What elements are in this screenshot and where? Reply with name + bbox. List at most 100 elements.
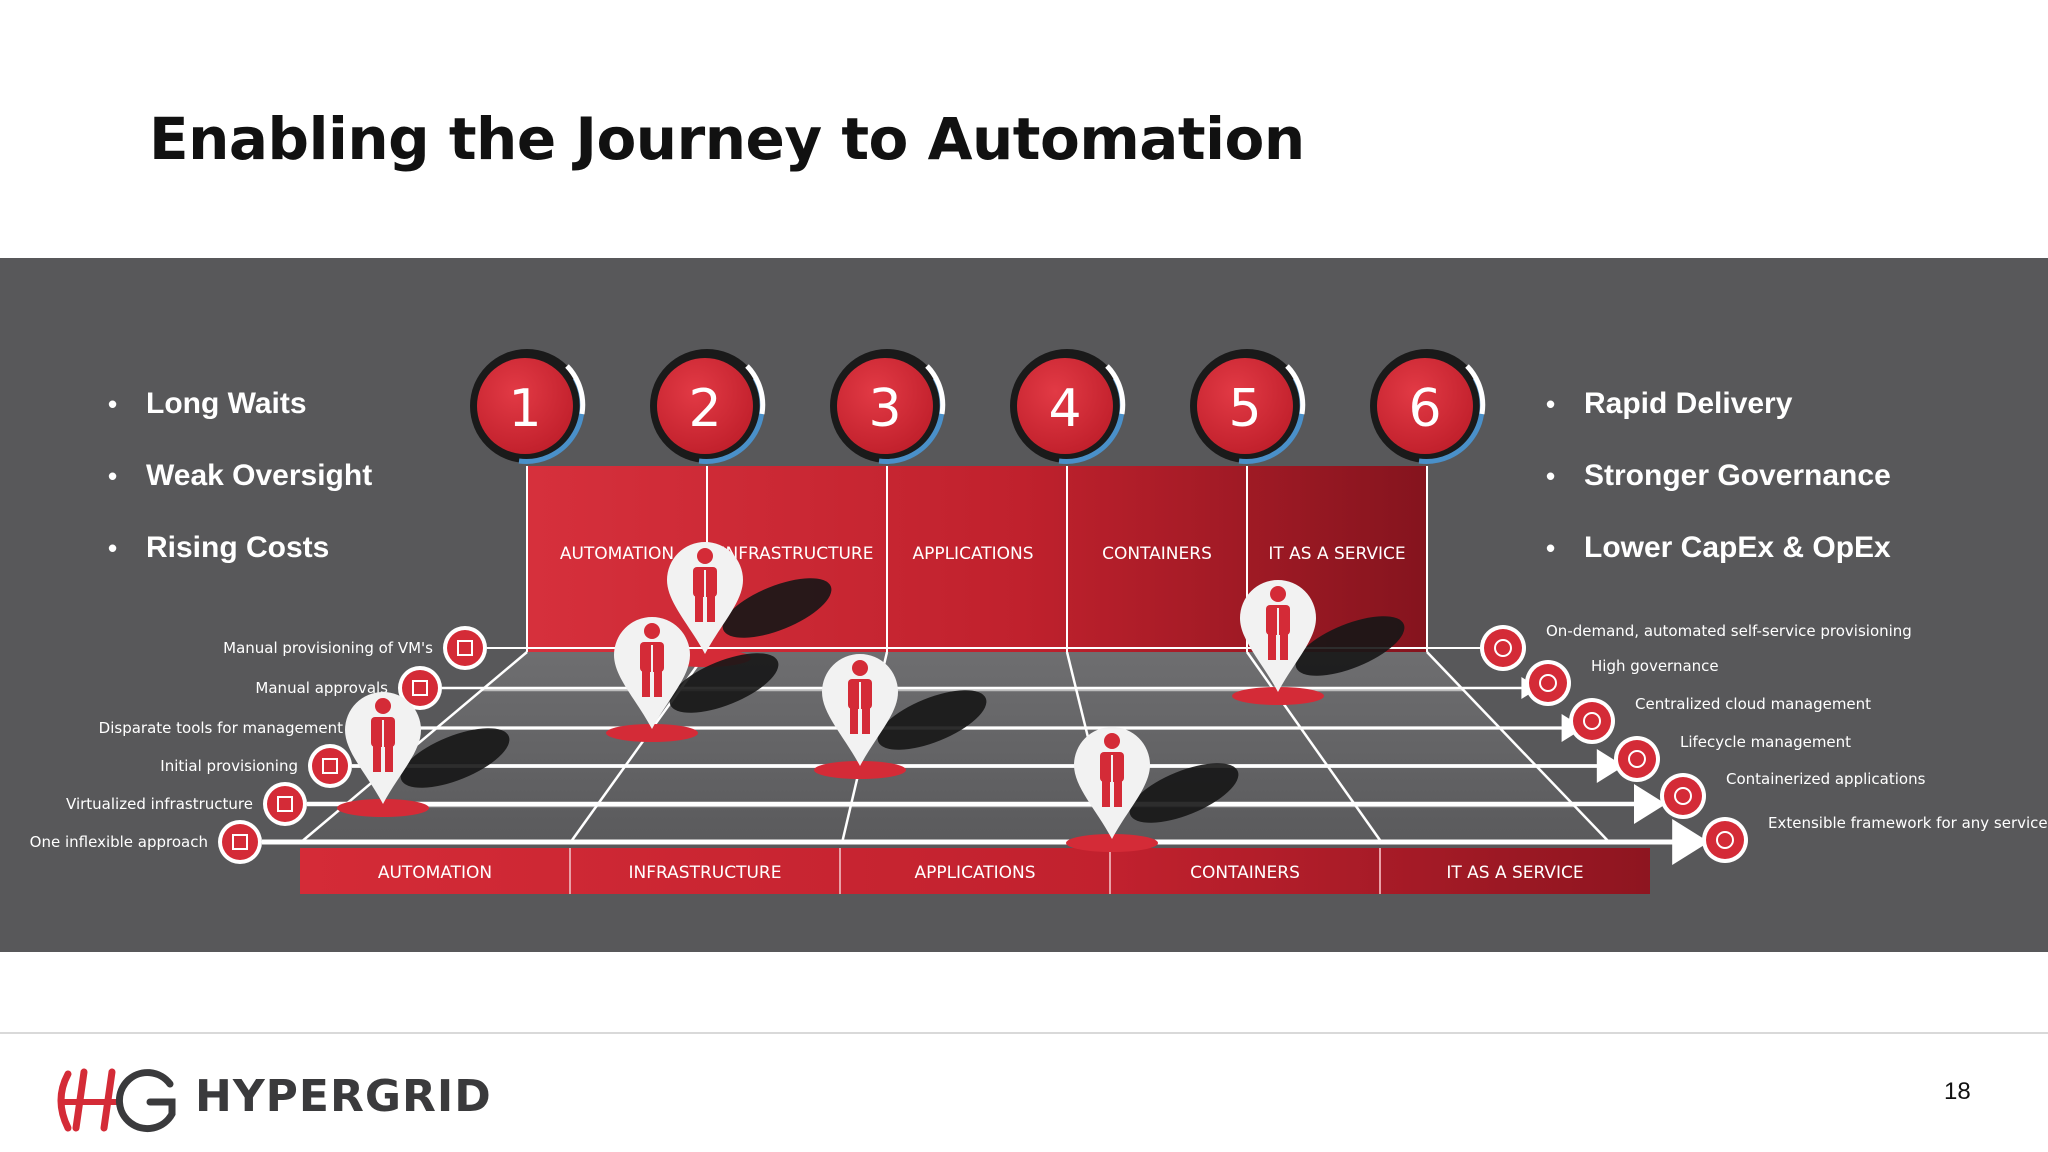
grid-line-vertical [1245, 651, 1384, 844]
right-item-label: Containerized applications [1726, 770, 1926, 788]
panel-label: IT AS A SERVICE [1268, 544, 1405, 564]
left-icon-glyph [277, 796, 293, 812]
bullet-stronger-governance: Stronger Governance [1546, 454, 1891, 526]
person-leg-icon [642, 669, 650, 697]
left-icon-glyph [412, 680, 428, 696]
right-icon-glyph [1583, 712, 1601, 730]
approval-icon [402, 670, 438, 706]
progress-arrow-head [1596, 749, 1624, 783]
stage-progress-highlight [565, 364, 586, 415]
person-leg-icon [695, 594, 703, 622]
stage-number: 5 [1228, 379, 1261, 439]
stage-number: 1 [508, 379, 541, 439]
hypergrid-logo-icon [57, 1068, 176, 1133]
page-number: 18 [1944, 1078, 1971, 1105]
right-item-label: High governance [1591, 657, 1719, 675]
pin-shadow [722, 578, 832, 638]
right-bullet-list: Rapid Delivery Stronger Governance Lower… [1546, 382, 1891, 598]
stage-circle [1377, 358, 1473, 454]
right-item-label: Lifecycle management [1680, 733, 1851, 751]
pin-shadow [1129, 763, 1239, 823]
governance-icon [1529, 664, 1567, 702]
left-icon-glyph [457, 640, 473, 656]
person-leg-icon [1102, 779, 1110, 807]
brand-name: HYPERGRID [195, 1071, 492, 1122]
container-icon [1664, 777, 1702, 815]
person-leg-icon [1268, 632, 1276, 660]
right-icon-glyph [1628, 750, 1646, 768]
right-icon-glyph [1494, 639, 1512, 657]
panel-label: CONTAINERS [1102, 544, 1212, 564]
left-item-label: Virtualized infrastructure [66, 795, 253, 813]
person-leg-icon [850, 706, 858, 734]
pin-shadow [400, 728, 510, 788]
pin-base [1066, 834, 1158, 852]
bullet-weak-oversight: Weak Oversight [108, 454, 372, 526]
person-head-icon [644, 623, 660, 639]
floor-label: CONTAINERS [1190, 863, 1300, 883]
floor-label: APPLICATIONS [914, 863, 1035, 883]
slide-title: Enabling the Journey to Automation [149, 105, 1305, 173]
left-bullet-list: Long Waits Weak Oversight Rising Costs [108, 382, 372, 598]
stage-progress-highlight [1465, 364, 1486, 415]
floor-label-strip [300, 848, 1650, 894]
person-leg-icon [385, 744, 393, 772]
right-icon-glyph [1716, 831, 1734, 849]
server-icon [447, 630, 483, 666]
stage-circle [477, 358, 573, 454]
progress-arrow-head [1672, 819, 1709, 865]
person-leg-icon [1280, 632, 1288, 660]
person-head-icon [1270, 586, 1286, 602]
stage-progress-highlight [925, 364, 946, 415]
bullet-long-waits: Long Waits [108, 382, 372, 454]
stage-circle [1197, 358, 1293, 454]
stage-progress-highlight [745, 364, 766, 415]
head-gear-icon [222, 824, 258, 860]
pin-shadow [877, 690, 987, 750]
self-service-icon [1484, 629, 1522, 667]
panel-label: APPLICATIONS [912, 544, 1033, 564]
bullet-rapid-delivery: Rapid Delivery [1546, 382, 1891, 454]
panel-label: INFRASTRUCTURE [721, 544, 874, 564]
left-item-label: One inflexible approach [30, 833, 208, 851]
stage-number: 3 [868, 379, 901, 439]
stage-circle [657, 358, 753, 454]
pin-base [337, 799, 429, 817]
cloud-management-icon [1573, 702, 1611, 740]
pin-base [814, 761, 906, 779]
stage-progress-highlight [1285, 364, 1306, 415]
pin-shadow [669, 653, 779, 713]
left-item-label: Disparate tools for management [99, 719, 343, 737]
grid-line-vertical [1426, 651, 1611, 844]
floor-label: INFRASTRUCTURE [629, 863, 782, 883]
person-head-icon [375, 698, 391, 714]
provisioning-gear-icon [312, 748, 348, 784]
bullet-rising-costs: Rising Costs [108, 526, 372, 598]
floor-label: AUTOMATION [378, 863, 492, 883]
right-item-label: Centralized cloud management [1635, 695, 1871, 713]
person-leg-icon [654, 669, 662, 697]
person-leg-icon [707, 594, 715, 622]
stage-progress-highlight [1105, 364, 1126, 415]
progress-arrow-head [1634, 784, 1666, 824]
person-leg-icon [373, 744, 381, 772]
left-item-label: Initial provisioning [160, 757, 298, 775]
right-item-label: On-demand, automated self-service provis… [1546, 622, 1912, 640]
framework-icon [1706, 821, 1744, 859]
stage-circle [1017, 358, 1113, 454]
right-icon-glyph [1539, 674, 1557, 692]
person-head-icon [697, 548, 713, 564]
stage-circle [837, 358, 933, 454]
bullet-lower-capex-opex: Lower CapEx & OpEx [1546, 526, 1891, 598]
virtual-infra-icon [267, 786, 303, 822]
pin-shadow [1295, 616, 1405, 676]
person-head-icon [852, 660, 868, 676]
right-item-label: Extensible framework for any service [1768, 814, 2048, 832]
right-icon-glyph [1674, 787, 1692, 805]
stage-number: 2 [688, 379, 721, 439]
left-item-label: Manual approvals [255, 679, 388, 697]
left-icon-glyph [322, 758, 338, 774]
person-head-icon [1104, 733, 1120, 749]
left-icon-glyph [232, 834, 248, 850]
